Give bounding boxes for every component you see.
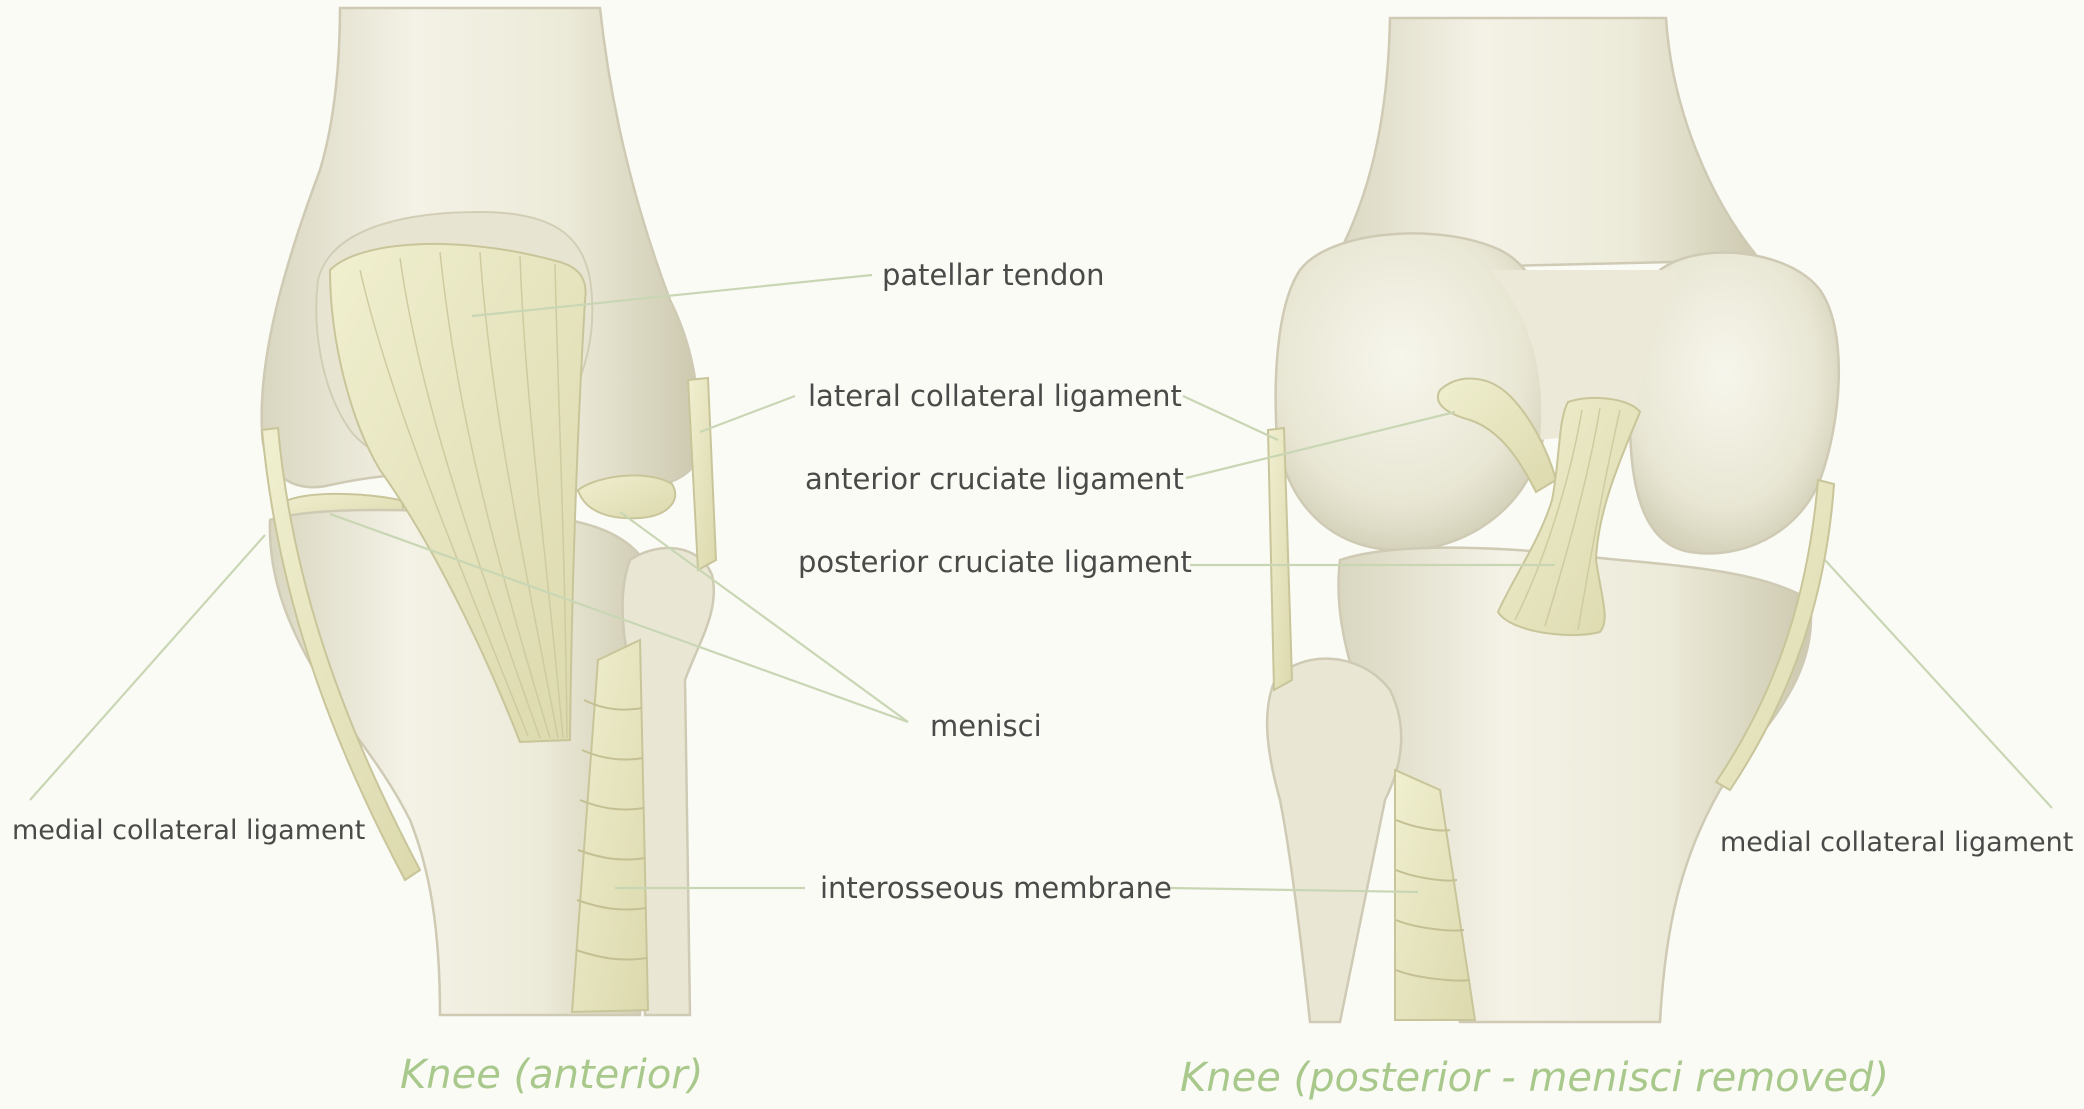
label-interosseous-membrane: interosseous membrane [820,874,1172,903]
label-menisci: menisci [930,712,1042,741]
anterior-knee [262,8,716,1015]
caption-anterior: Knee (anterior) [400,1055,703,1095]
meniscus-lateral [578,475,675,518]
leader-mcl-left [30,535,265,800]
leader-lcl-anterior [700,396,795,432]
caption-posterior: Knee (posterior - menisci removed) [1180,1058,1889,1098]
label-anterior-cruciate-ligament: anterior cruciate ligament [805,465,1184,494]
leader-mcl-right [1825,560,2052,808]
label-posterior-cruciate-ligament: posterior cruciate ligament [798,548,1192,577]
label-lateral-collateral-ligament: lateral collateral ligament [808,382,1182,411]
leader-lcl-posterior [1183,396,1278,440]
label-patellar-tendon: patellar tendon [882,261,1105,290]
label-medial-collateral-ligament-right: medial collateral ligament [1720,829,2073,856]
posterior-knee [1267,18,1839,1022]
femur-posterior [1330,18,1760,270]
fibula-posterior [1267,659,1401,1022]
label-medial-collateral-ligament-left: medial collateral ligament [12,817,365,844]
lateral-collateral-ligament-anterior [688,378,716,570]
